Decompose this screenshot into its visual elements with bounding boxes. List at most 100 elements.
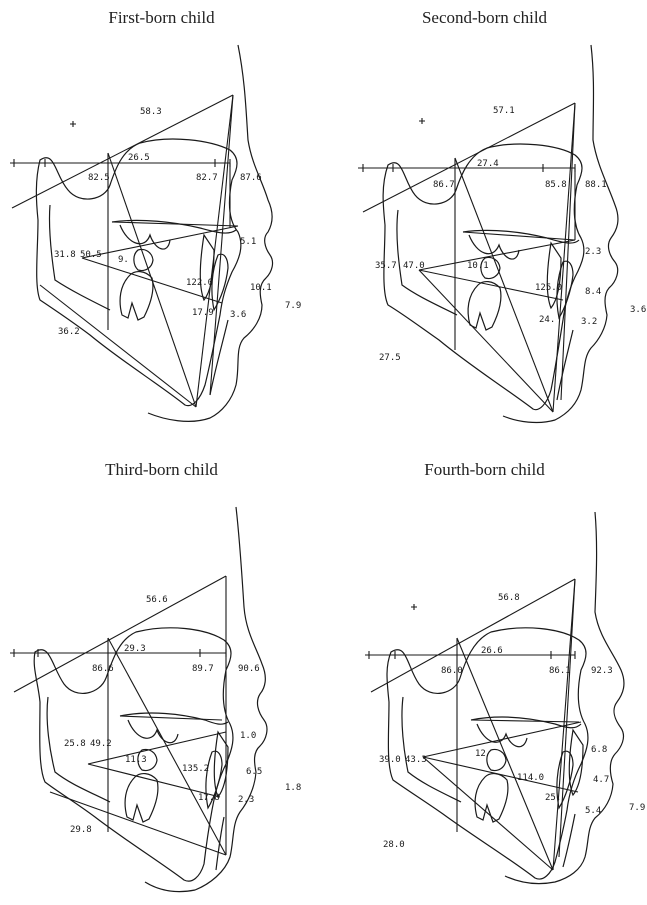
palate-line bbox=[119, 715, 223, 721]
label-soft-chin: 7.9 bbox=[629, 803, 645, 813]
sn-line bbox=[370, 578, 576, 693]
cross-mark bbox=[419, 118, 425, 124]
label-y-axis: 49.2 bbox=[90, 739, 112, 749]
cross-mark bbox=[411, 604, 417, 610]
molar-icon bbox=[474, 773, 509, 823]
label-incisor-distance: 3.2 bbox=[581, 317, 597, 327]
incisor-icon bbox=[556, 260, 574, 320]
palatal-plane bbox=[422, 721, 582, 758]
mandibular-plane bbox=[39, 284, 197, 408]
label-sna: 86.7 bbox=[433, 180, 455, 190]
label-mandibular-plane: 36.2 bbox=[58, 327, 80, 337]
panel-title: Third-born child bbox=[105, 460, 218, 479]
molar-icon bbox=[467, 281, 502, 331]
label-upper-lip: 2.3 bbox=[585, 247, 601, 257]
label-impa: 25. bbox=[545, 793, 561, 803]
label-sna: 86.6 bbox=[92, 664, 114, 674]
label-facial-angle: 90.6 bbox=[238, 664, 260, 674]
mandibular-plane bbox=[418, 269, 554, 413]
label-facial-angle: 88.1 bbox=[585, 180, 607, 190]
label-lower-lip: 6.5 bbox=[246, 767, 262, 777]
y-axis-line bbox=[454, 157, 554, 413]
label-facial-angle: 87.6 bbox=[240, 173, 262, 183]
incisor-icon bbox=[211, 253, 229, 312]
panel-third-born: Third-born child 56.6 29.3 86.6 89.7 bbox=[0, 452, 323, 904]
chin-contour bbox=[215, 816, 225, 871]
palatal-plane bbox=[418, 239, 576, 271]
label-occlusal: 11.3 bbox=[125, 755, 147, 765]
skull-outline bbox=[35, 138, 242, 407]
label-sn-angle: 57.1 bbox=[493, 106, 515, 116]
panel-title: Second-born child bbox=[421, 8, 548, 27]
label-y-axis: 43.3 bbox=[405, 755, 427, 765]
frankfort-line bbox=[358, 164, 576, 172]
maxilla-contour bbox=[111, 219, 237, 234]
maxilla-inner bbox=[468, 234, 520, 260]
occlusal-line bbox=[418, 269, 564, 301]
label-interincisal: 114.0 bbox=[517, 773, 544, 783]
label-mandibular-plane: 29.8 bbox=[70, 825, 92, 835]
label-incisor-distance: 2.3 bbox=[238, 795, 254, 805]
mandibular-plane bbox=[422, 756, 554, 871]
chin-contour bbox=[562, 813, 576, 868]
label-impa: 24. bbox=[539, 315, 555, 325]
cephalometric-tracing: 56.6 29.3 86.6 89.7 90.6 1.0 25.8 49.2 1… bbox=[10, 506, 301, 893]
label-lower-lip: 4.7 bbox=[593, 775, 609, 785]
label-snb: 82.7 bbox=[196, 173, 218, 183]
palate-line bbox=[462, 231, 576, 241]
soft-tissue-profile bbox=[147, 44, 274, 422]
occlusal-line bbox=[87, 763, 221, 798]
label-occlusal: 9. bbox=[118, 255, 129, 265]
label-mandibular-plane: 28.0 bbox=[383, 840, 405, 850]
upper-incisor-icon bbox=[213, 730, 229, 799]
label-sn-angle: 56.6 bbox=[146, 595, 168, 605]
palate-line bbox=[470, 719, 580, 723]
chin-contour bbox=[209, 319, 229, 396]
label-fh-length: 27.4 bbox=[477, 159, 499, 169]
incisor-icon bbox=[205, 750, 223, 810]
molar-crown-icon bbox=[133, 248, 154, 272]
upper-incisor-icon bbox=[568, 728, 584, 797]
mandible-contour bbox=[396, 209, 458, 316]
skull-outline bbox=[386, 627, 589, 880]
label-snb: 86.1 bbox=[549, 666, 571, 676]
n-line bbox=[552, 578, 576, 871]
cephalometric-tracing: 57.1 27.4 86.7 85.8 88.1 2.3 35.7 47.0 1… bbox=[358, 44, 646, 424]
label-interincisal: 125.0 bbox=[535, 283, 562, 293]
soft-tissue-profile bbox=[144, 506, 268, 893]
label-gonial: 31.8 bbox=[54, 250, 76, 260]
y-axis-line bbox=[107, 637, 227, 856]
cross-mark bbox=[70, 121, 76, 127]
label-y-axis: 50.5 bbox=[80, 250, 102, 260]
panel-second-born: Second-born child 57.1 27 bbox=[323, 0, 646, 452]
panel-first-born: First-born child bbox=[0, 0, 323, 452]
mandible-contour bbox=[48, 204, 111, 311]
label-incisor-distance: 3.6 bbox=[230, 310, 246, 320]
frankfort-line bbox=[10, 159, 231, 167]
label-facial-angle: 92.3 bbox=[591, 666, 613, 676]
label-soft-chin: 3.6 bbox=[630, 305, 646, 315]
n-line-2 bbox=[558, 578, 576, 858]
mandible-contour bbox=[46, 696, 111, 803]
label-snb: 89.7 bbox=[192, 664, 214, 674]
molar-crown-icon bbox=[486, 748, 507, 772]
label-mandibular-plane: 27.5 bbox=[379, 353, 401, 363]
label-sn-angle: 58.3 bbox=[140, 107, 162, 117]
label-snb: 85.8 bbox=[545, 180, 567, 190]
label-lower-lip: 8.4 bbox=[585, 287, 601, 297]
label-fh-length: 29.3 bbox=[124, 644, 146, 654]
label-occlusal: 12 bbox=[475, 749, 486, 759]
label-fh-length: 26.6 bbox=[481, 646, 503, 656]
label-fh-length: 26.5 bbox=[128, 153, 150, 163]
cephalometric-tracing: 58.3 26.5 82.5 82.7 87.6 5.1 31.8 50.5 9… bbox=[10, 44, 301, 422]
sn-line bbox=[362, 102, 576, 213]
sn-line bbox=[11, 94, 234, 209]
maxilla-contour bbox=[470, 716, 582, 729]
label-upper-lip: 5.1 bbox=[240, 237, 256, 247]
maxilla-inner bbox=[127, 719, 179, 744]
label-soft-chin: 1.8 bbox=[285, 783, 301, 793]
label-gonial: 39.0 bbox=[379, 755, 401, 765]
panel-title: Fourth-born child bbox=[424, 460, 545, 479]
sn-line bbox=[13, 575, 227, 693]
label-y-axis: 47.0 bbox=[403, 261, 425, 271]
